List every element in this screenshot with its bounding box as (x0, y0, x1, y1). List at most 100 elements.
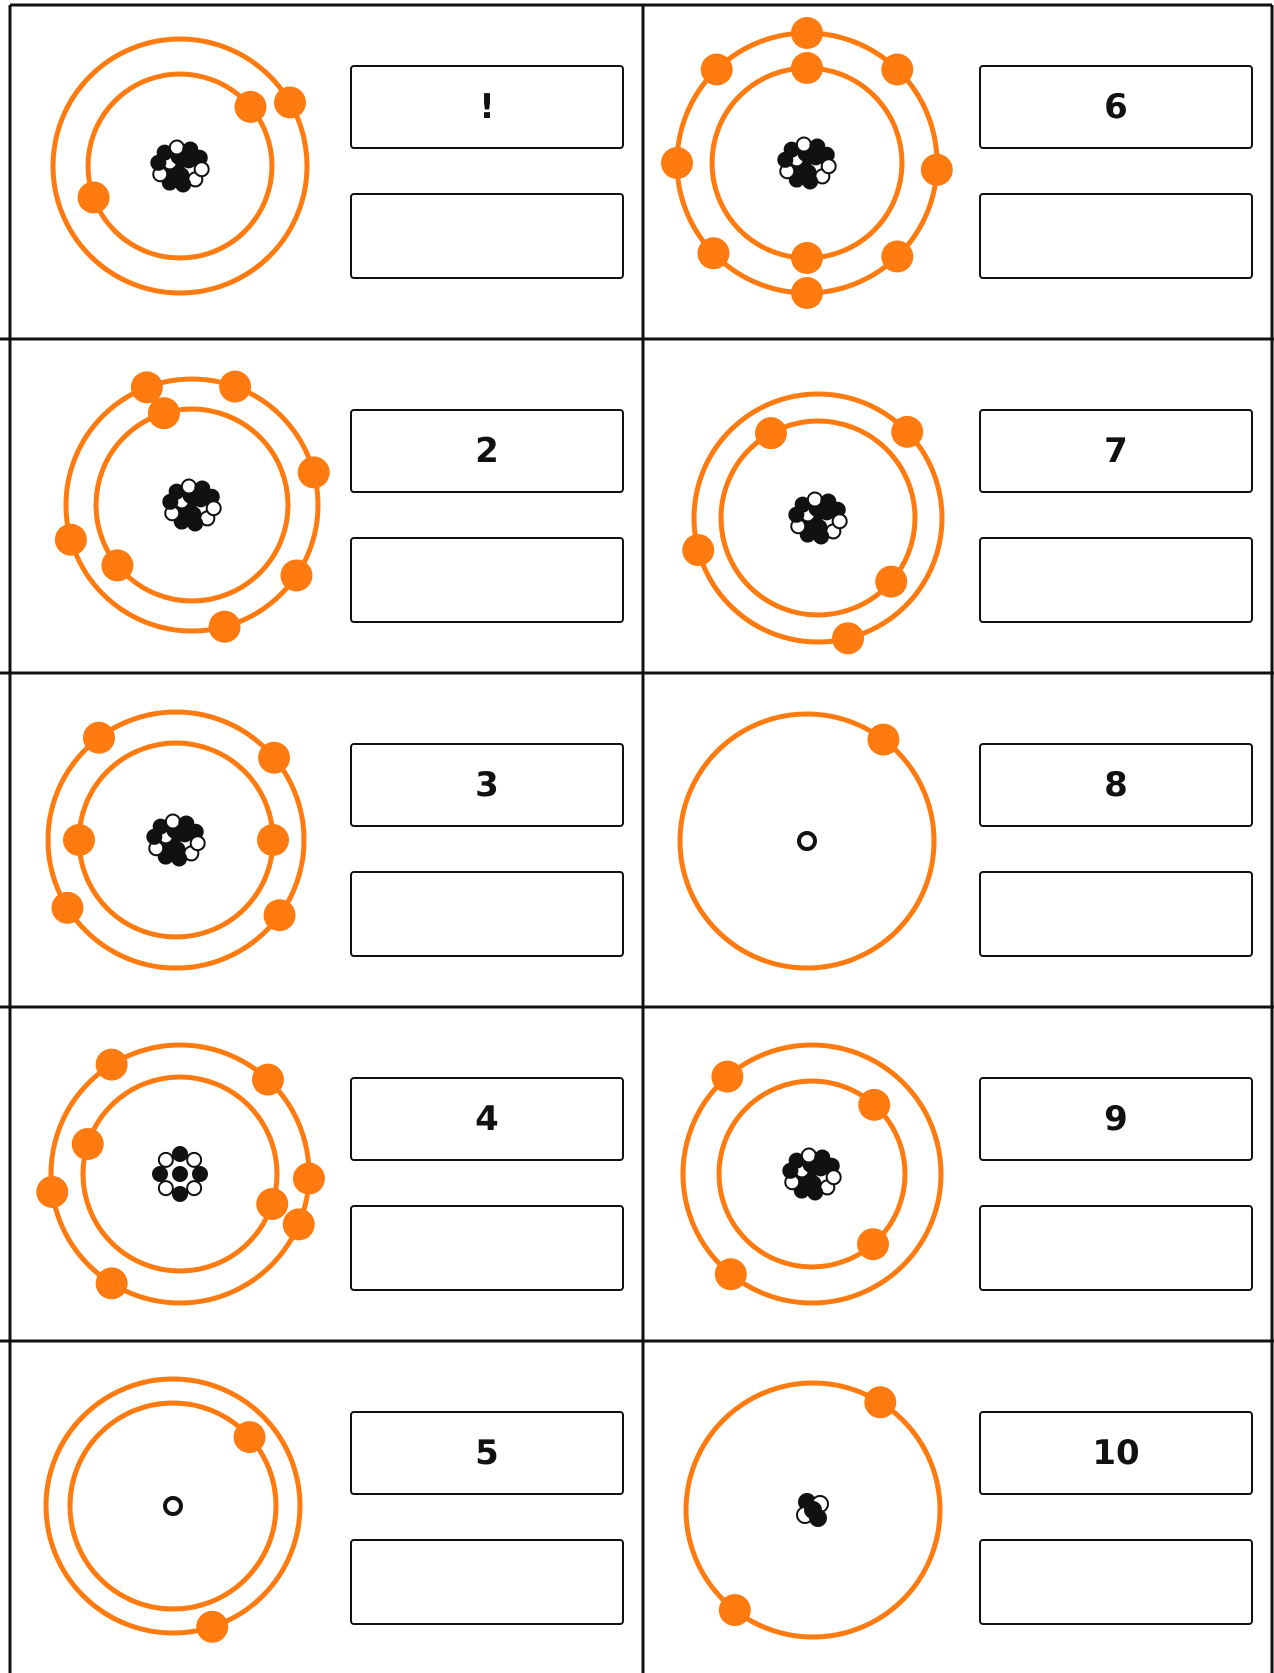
nucleus (151, 140, 208, 191)
atom-diagram (46, 1379, 300, 1643)
atom-diagram (680, 714, 934, 968)
atom-number-label: 3 (350, 743, 624, 827)
atom-number-label: 4 (350, 1077, 624, 1161)
electron (875, 566, 907, 598)
nucleon (187, 1181, 201, 1195)
nucleon (188, 517, 202, 531)
electron (209, 611, 241, 643)
nucleon (802, 1148, 816, 1162)
answer-field[interactable] (350, 193, 624, 279)
electron (63, 824, 95, 856)
nucleon (166, 814, 180, 828)
answer-field[interactable] (979, 1539, 1253, 1625)
electron (78, 181, 110, 213)
nucleon (172, 852, 186, 866)
electron (921, 154, 953, 186)
electron (864, 1386, 896, 1418)
answer-field[interactable] (350, 1539, 624, 1625)
nucleon (191, 836, 205, 850)
electron (101, 549, 133, 581)
nucleus (147, 814, 204, 865)
electron (891, 416, 923, 448)
electron (131, 371, 163, 403)
electron (256, 1188, 288, 1220)
nucleon (187, 1153, 201, 1167)
atom-number-label: 2 (350, 409, 624, 493)
nucleon (173, 1147, 187, 1161)
electron (196, 1611, 228, 1643)
nucleon (814, 530, 828, 544)
electron (83, 722, 115, 754)
nucleon (808, 1186, 822, 1200)
nucleon (207, 501, 221, 515)
electron (298, 456, 330, 488)
electron (857, 1228, 889, 1260)
answer-field[interactable] (979, 871, 1253, 957)
electron (701, 53, 733, 85)
atom-number-label: 7 (979, 409, 1253, 493)
nucleon (822, 159, 836, 173)
nucleus (153, 1147, 207, 1201)
nucleus (778, 137, 835, 188)
electron (234, 91, 266, 123)
nucleus (797, 1494, 828, 1526)
atom-number-label: 10 (979, 1411, 1253, 1495)
electron (719, 1594, 751, 1626)
nucleon (797, 137, 811, 151)
electron (96, 1049, 128, 1081)
electron (72, 1128, 104, 1160)
electron (252, 1064, 284, 1096)
answer-field[interactable] (350, 1205, 624, 1291)
nucleus (799, 833, 815, 849)
nucleus (783, 1148, 840, 1199)
nucleon (159, 1181, 173, 1195)
atom-number-label: 6 (979, 65, 1253, 149)
atom-number-label: 9 (979, 1077, 1253, 1161)
electron (661, 147, 693, 179)
electron (283, 1208, 315, 1240)
answer-field[interactable] (979, 1205, 1253, 1291)
electron (258, 742, 290, 774)
electron-shell (46, 1379, 300, 1633)
electron (755, 417, 787, 449)
electron (55, 524, 87, 556)
nucleon (805, 1502, 821, 1518)
nucleon (159, 1153, 173, 1167)
electron (264, 899, 296, 931)
answer-field[interactable] (979, 193, 1253, 279)
answer-field[interactable] (350, 537, 624, 623)
electron (867, 724, 899, 756)
nucleon (176, 178, 190, 192)
nucleon (173, 1167, 187, 1181)
electron (791, 242, 823, 274)
electron (791, 17, 823, 49)
atom-number-label: 5 (350, 1411, 624, 1495)
nucleus (163, 479, 220, 530)
nucleon (195, 162, 209, 176)
electron (234, 1421, 266, 1453)
electron (697, 237, 729, 269)
nucleon (193, 1167, 207, 1181)
nucleon (173, 1187, 187, 1201)
proton (165, 1498, 181, 1514)
nucleon (827, 1170, 841, 1184)
nucleus (165, 1498, 181, 1514)
nucleon (170, 140, 184, 154)
answer-field[interactable] (350, 871, 624, 957)
electron (51, 892, 83, 924)
electron (682, 534, 714, 566)
electron (791, 52, 823, 84)
atom-number-label: ! (350, 65, 624, 149)
electron (715, 1258, 747, 1290)
electron (791, 277, 823, 309)
nucleus (789, 492, 846, 543)
electron (881, 53, 913, 85)
nucleon (182, 479, 196, 493)
electron (36, 1176, 68, 1208)
electron-shell (680, 714, 934, 968)
electron (858, 1089, 890, 1121)
answer-field[interactable] (979, 537, 1253, 623)
electron (219, 371, 251, 403)
nucleon (153, 1167, 167, 1181)
